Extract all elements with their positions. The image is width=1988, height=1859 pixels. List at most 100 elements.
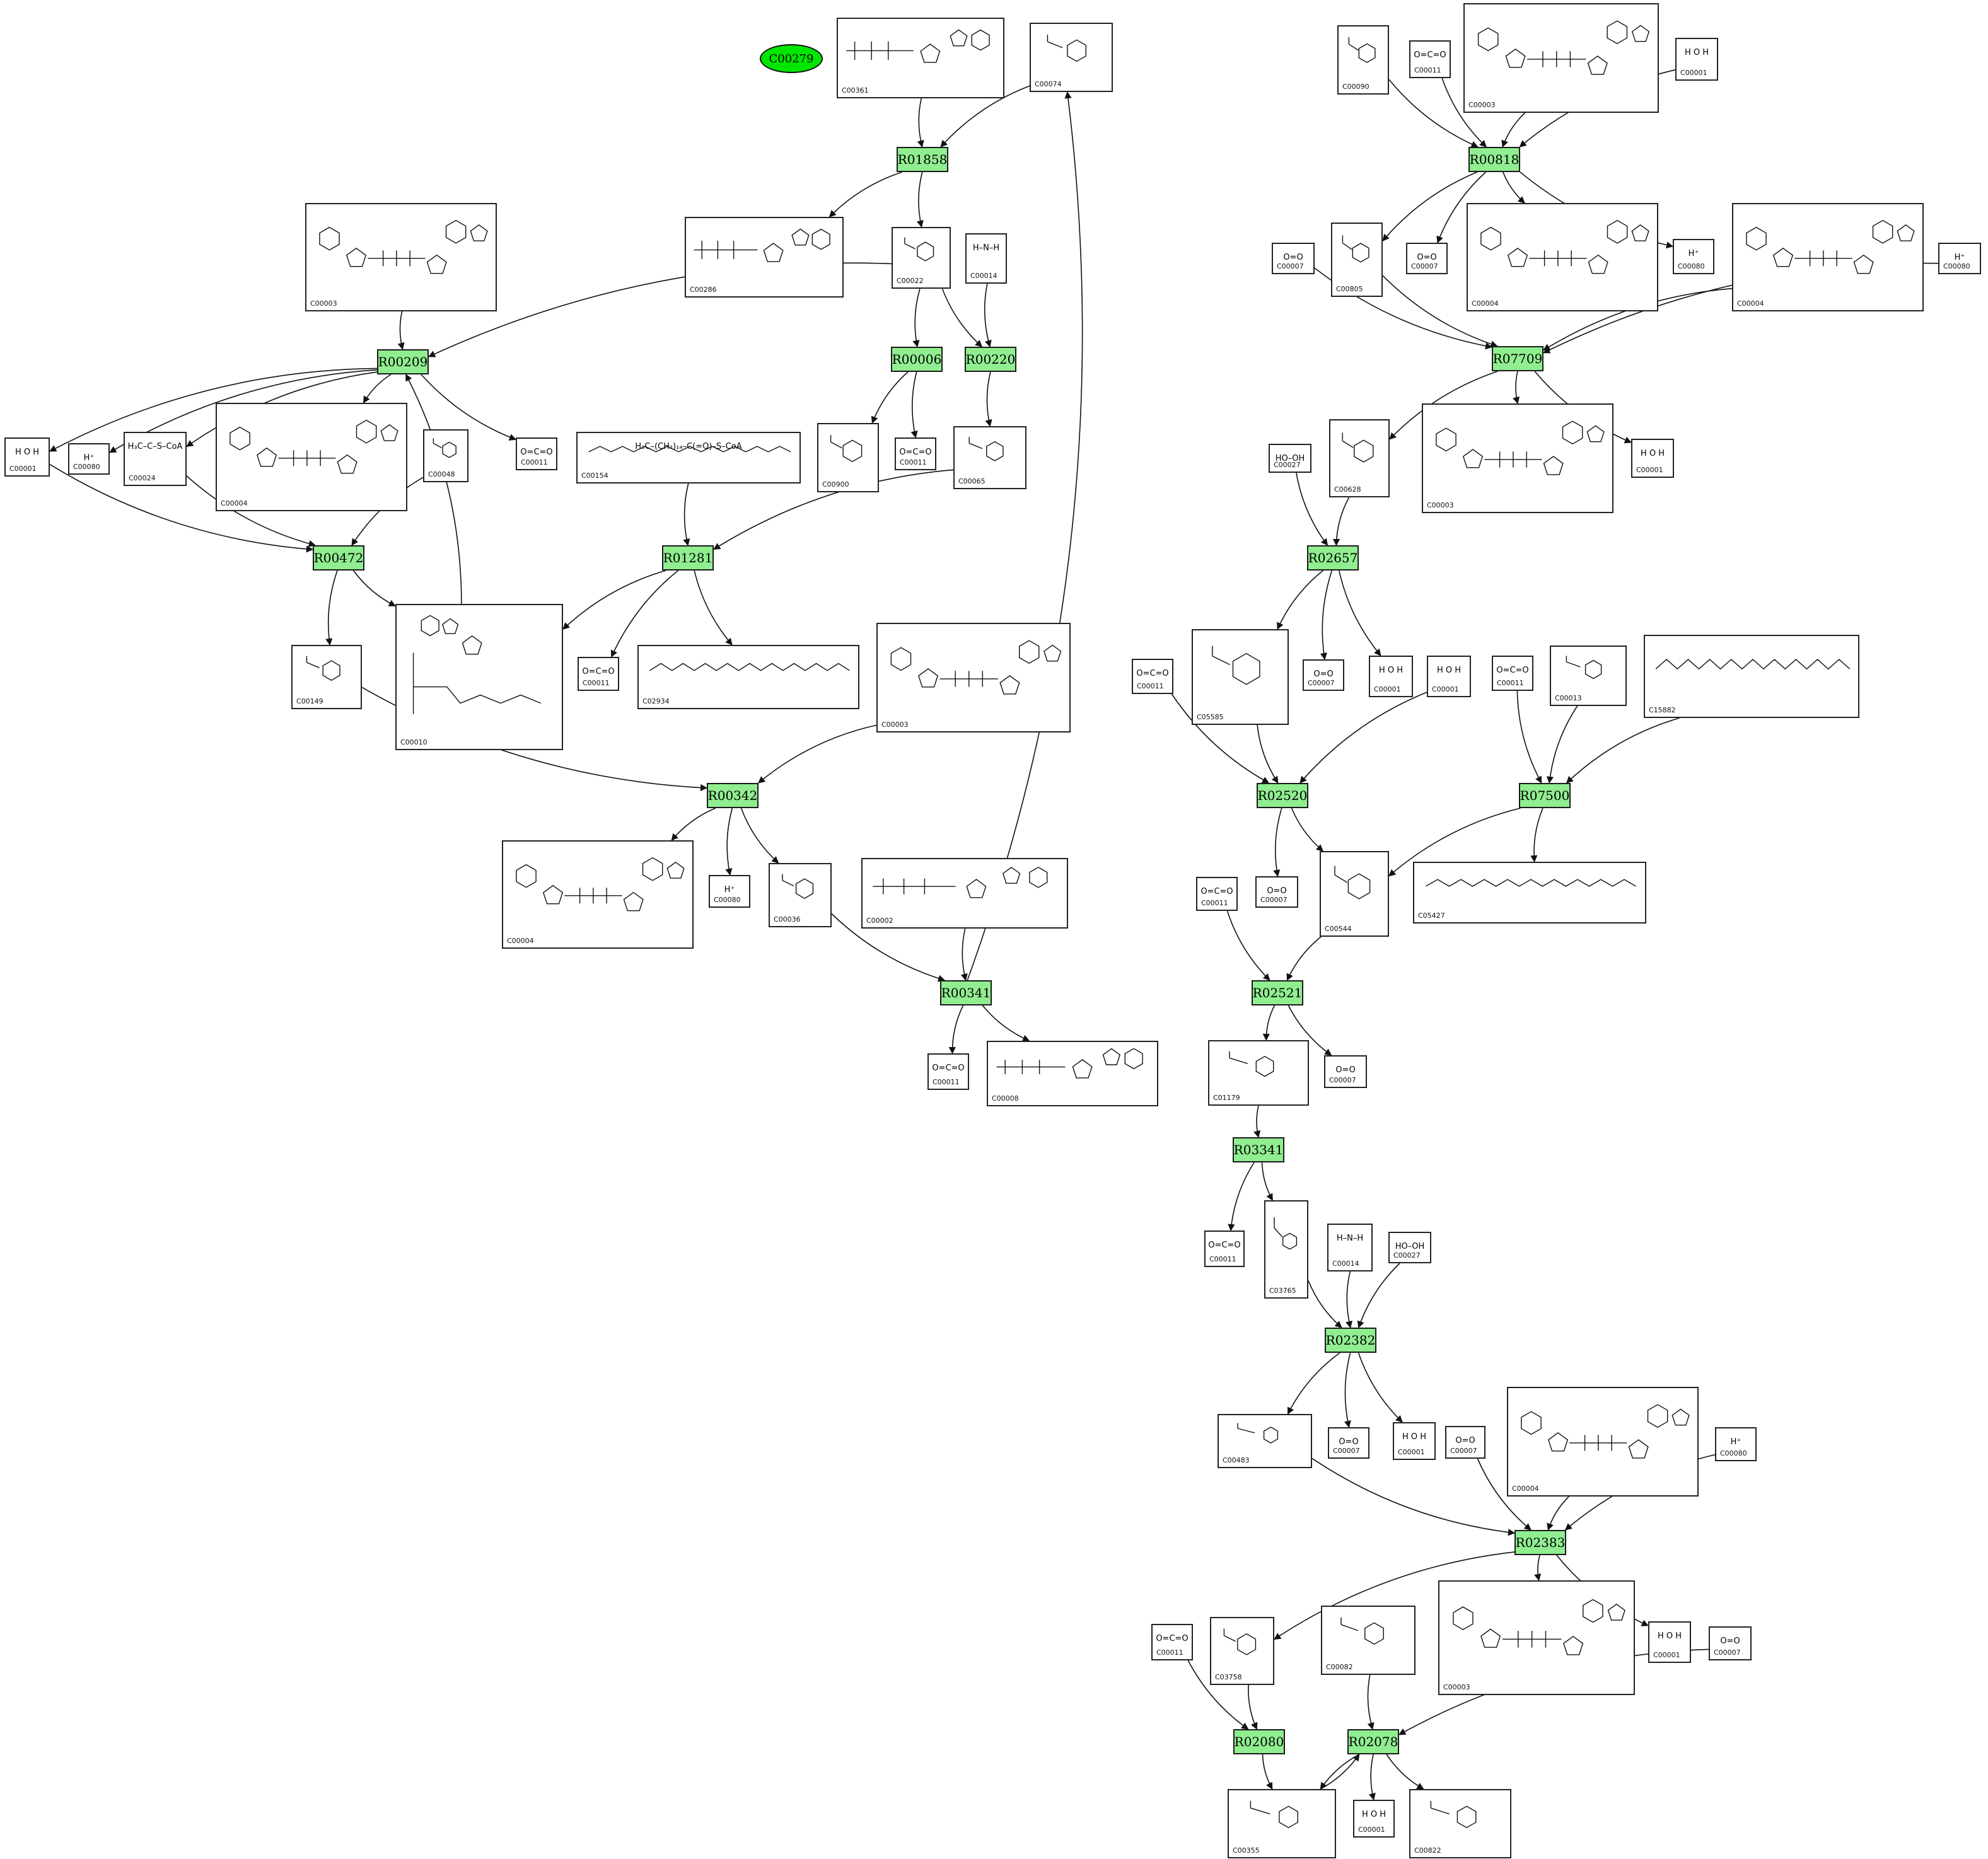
edge-arrow bbox=[1546, 705, 1578, 784]
compound-node[interactable]: C00628 bbox=[1329, 419, 1390, 497]
reaction-node[interactable]: R00341 bbox=[940, 980, 992, 1005]
compound-node[interactable]: C00036 bbox=[769, 863, 832, 927]
compound-node[interactable]: C00004 bbox=[502, 840, 694, 949]
compound-node[interactable]: C00361 bbox=[837, 18, 1004, 98]
compound-node[interactable]: C00004 bbox=[216, 403, 407, 511]
reaction-node[interactable]: R02383 bbox=[1514, 1530, 1566, 1555]
compound-node[interactable]: C00002 bbox=[861, 858, 1068, 929]
compound-id-label: C00011 bbox=[521, 458, 548, 466]
compound-node[interactable]: H⁺C00080 bbox=[1673, 239, 1714, 274]
compound-node[interactable]: C01179 bbox=[1208, 1040, 1309, 1106]
compound-node[interactable]: H⁺C00080 bbox=[1715, 1427, 1757, 1461]
compound-node[interactable]: C00065 bbox=[953, 426, 1026, 489]
reaction-node[interactable]: R02657 bbox=[1307, 545, 1359, 570]
compound-node[interactable]: H⁺C00080 bbox=[68, 443, 110, 475]
reaction-node[interactable]: R00209 bbox=[377, 349, 429, 374]
compound-node[interactable]: C00003 bbox=[1438, 1580, 1635, 1695]
reaction-node[interactable]: R02382 bbox=[1325, 1328, 1376, 1353]
compound-node[interactable]: C00003 bbox=[876, 623, 1071, 733]
reaction-node[interactable]: R07709 bbox=[1492, 346, 1543, 371]
compound-node[interactable]: C00286 bbox=[685, 217, 844, 298]
compound-node[interactable]: C02934 bbox=[637, 645, 859, 709]
compound-node[interactable]: H⁺C00080 bbox=[1938, 243, 1981, 274]
compound-node[interactable]: C00010 bbox=[395, 604, 563, 750]
reaction-node[interactable]: R02520 bbox=[1257, 783, 1308, 808]
reaction-node[interactable]: R07500 bbox=[1519, 783, 1571, 808]
compound-node[interactable]: C05427 bbox=[1413, 862, 1646, 924]
reaction-node[interactable]: R00342 bbox=[707, 783, 759, 808]
compound-node[interactable]: C00003 bbox=[305, 203, 497, 311]
reaction-node[interactable]: R02080 bbox=[1233, 1729, 1285, 1754]
structure-drawing bbox=[904, 237, 934, 262]
compound-node[interactable]: C03758 bbox=[1210, 1617, 1274, 1685]
compound-node[interactable]: C00013 bbox=[1550, 646, 1627, 706]
reaction-node[interactable]: R02521 bbox=[1252, 980, 1303, 1005]
compound-node[interactable]: C00090 bbox=[1337, 25, 1389, 95]
compound-node[interactable]: C00544 bbox=[1320, 851, 1389, 937]
compound-node[interactable]: C00805 bbox=[1331, 223, 1383, 297]
reaction-node[interactable]: R01281 bbox=[662, 545, 714, 570]
compound-node[interactable]: C00483 bbox=[1218, 1414, 1312, 1468]
compound-node[interactable]: C00004 bbox=[1732, 203, 1924, 311]
reaction-node[interactable]: R01858 bbox=[897, 147, 948, 172]
compound-node[interactable]: C00074 bbox=[1030, 23, 1113, 92]
reaction-node[interactable]: R00818 bbox=[1468, 147, 1520, 172]
compound-node[interactable]: C00003 bbox=[1422, 403, 1613, 513]
reaction-node[interactable]: R00006 bbox=[891, 347, 943, 372]
compound-node[interactable]: C00022 bbox=[892, 227, 951, 289]
compound-node[interactable]: C00003 bbox=[1463, 3, 1659, 113]
compound-node[interactable]: C00822 bbox=[1409, 1789, 1511, 1858]
compound-node[interactable]: C00004 bbox=[1507, 1387, 1699, 1497]
compound-node[interactable]: C15882 bbox=[1644, 635, 1859, 718]
compound-node[interactable]: C00004 bbox=[1467, 203, 1658, 311]
compound-node[interactable]: C00900 bbox=[817, 423, 879, 492]
compound-node[interactable]: C00048 bbox=[423, 429, 468, 482]
reaction-node[interactable]: R02078 bbox=[1347, 1729, 1399, 1754]
compound-node[interactable]: C00355 bbox=[1228, 1789, 1336, 1858]
compound-node[interactable]: C00149 bbox=[291, 645, 362, 709]
reaction-node[interactable]: R03341 bbox=[1233, 1137, 1284, 1162]
structure-drawing bbox=[1430, 1800, 1477, 1829]
compound-formula: H₃C–(CH₂)₁₄–C(=O)–S–CoA bbox=[635, 442, 742, 451]
root-compound-node[interactable]: C00279 bbox=[760, 44, 823, 73]
compound-node[interactable]: C00008 bbox=[987, 1041, 1158, 1106]
reaction-node[interactable]: R00472 bbox=[313, 545, 364, 570]
reaction-node[interactable]: R00220 bbox=[965, 347, 1016, 372]
compound-node[interactable]: C05585 bbox=[1192, 629, 1289, 725]
compound-node[interactable]: H⁺C00080 bbox=[709, 875, 750, 908]
compound-node[interactable]: C00082 bbox=[1321, 1606, 1415, 1675]
compound-node[interactable]: C03765 bbox=[1264, 1200, 1308, 1299]
